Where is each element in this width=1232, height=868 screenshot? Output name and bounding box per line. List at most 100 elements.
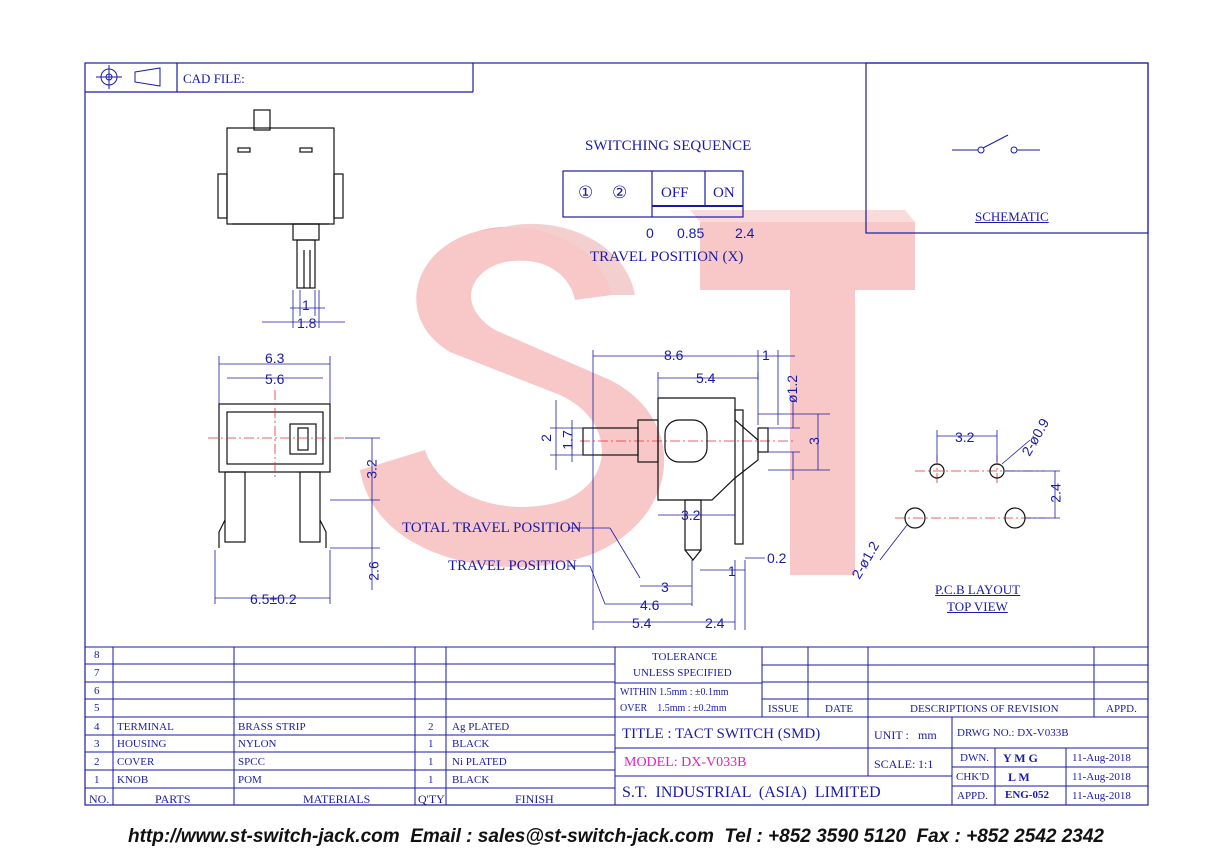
dim-3-2-left: 3.2 (363, 459, 380, 479)
model-number: MODEL: DX-V033B (624, 755, 747, 770)
drawing-number: DRWG NO.: DX-V033B (957, 727, 1069, 739)
tolerance-subtitle: UNLESS SPECIFIED (633, 667, 732, 679)
bom-no-7: 7 (94, 667, 100, 679)
bom-row-no: 2 (94, 756, 100, 768)
travel-0: 0 (646, 225, 654, 241)
dim-5-4-bottom: 5.4 (632, 615, 652, 631)
revision-description: DESCRIPTIONS OF REVISION (910, 703, 1059, 715)
pcb-dim-2-4: 2.4 (1047, 483, 1064, 503)
total-travel-callout: TOTAL TRAVEL POSITION (402, 520, 582, 536)
dim-5-4-top: 5.4 (696, 370, 716, 386)
unit-label: UNIT : (874, 728, 909, 742)
dim-6-3: 6.3 (265, 350, 285, 366)
appd-date: 11-Aug-2018 (1072, 790, 1131, 802)
pcb-layout (904, 463, 1026, 529)
dwn-label: DWN. (960, 752, 990, 764)
bom-row-no: 4 (94, 721, 100, 733)
dim-4-6: 4.6 (640, 597, 660, 613)
pcb-layout-label: P.C.B LAYOUT (935, 582, 1021, 597)
front-view (218, 403, 331, 548)
dim-1: 1 (302, 297, 310, 313)
dim-dia-1-2: ø1.2 (784, 374, 801, 404)
on-label: ON (713, 185, 735, 201)
tolerance-over: OVER 1.5mm : ±0.2mm (620, 703, 727, 714)
bom-header-qty: Q'TY (418, 792, 445, 806)
chk-name: L M (1008, 770, 1030, 784)
bom-no-5: 5 (94, 702, 100, 714)
tolerance-title: TOLERANCE (652, 651, 718, 663)
bom-row-no: 1 (94, 774, 100, 786)
dwn-name: Y M G (1003, 751, 1038, 765)
travel-position-callout: TRAVEL POSITION (448, 558, 577, 574)
bom-row-part: KNOB (117, 774, 149, 786)
dim-0-2: 0.2 (767, 550, 787, 566)
appd-name: ENG-052 (1005, 789, 1049, 801)
bom-row-qty: 2 (428, 721, 434, 733)
dim-3-right: 3 (805, 437, 822, 445)
dim-2-6: 2.6 (365, 561, 382, 581)
dim-1-top: 1 (762, 347, 770, 363)
bom-row-no: 3 (94, 738, 100, 750)
dim-6-5: 6.5±0.2 (250, 591, 297, 607)
bom-no-8: 8 (94, 649, 100, 661)
revision-issue: ISSUE (768, 703, 799, 715)
scale-value: 1:1 (918, 757, 934, 771)
dim-2-4-bottom: 2.4 (705, 615, 725, 631)
dim-3-2-side: 3.2 (681, 507, 701, 523)
bom-row-finish: BLACK (452, 738, 490, 750)
st-watermark-logo (360, 210, 915, 575)
bom-row-finish: Ni PLATED (452, 756, 507, 768)
top-view-label: TOP VIEW (947, 599, 1008, 614)
dim-1-7: 1.7 (559, 430, 576, 450)
dim-3-bottom: 3 (661, 579, 669, 595)
cad-file-label: CAD FILE: (183, 71, 245, 86)
dim-2: 2 (537, 434, 554, 442)
bom-header-no: NO. (89, 792, 110, 806)
company-name: S.T. INDUSTRIAL (ASIA) LIMITED (622, 784, 881, 801)
bom-row-finish: Ag PLATED (452, 721, 510, 733)
scale-label: SCALE: (874, 757, 916, 771)
bom-row-material: BRASS STRIP (238, 721, 306, 733)
bom-row-qty: 1 (428, 756, 434, 768)
chk-label: CHK'D (956, 771, 990, 783)
dim-1-bottom: 1 (728, 563, 736, 579)
bom-row-part: HOUSING (117, 738, 167, 750)
switching-sequence-title: SWITCHING SEQUENCE (585, 138, 752, 154)
travel-24: 2.4 (735, 225, 755, 241)
bom-row-qty: 1 (428, 774, 434, 786)
chk-date: 11-Aug-2018 (1072, 771, 1131, 783)
bom-header-parts: PARTS (155, 792, 191, 806)
schematic-symbol (952, 134, 1040, 154)
bom-row-qty: 1 (428, 738, 434, 750)
bom-row-part: TERMINAL (117, 721, 174, 733)
dim-1-8: 1.8 (297, 315, 317, 331)
contact-2: ② (612, 183, 628, 203)
dwn-date: 11-Aug-2018 (1072, 752, 1131, 764)
tolerance-within: WITHIN 1.5mm : ±0.1mm (620, 687, 729, 698)
contact-1: ① (578, 183, 594, 203)
off-label: OFF (661, 185, 689, 201)
drawing-title: TITLE : TACT SWITCH (SMD) (622, 726, 821, 742)
revision-date: DATE (825, 703, 854, 715)
bom-row-part: COVER (117, 756, 155, 768)
travel-axis-label: TRAVEL POSITION (X) (590, 249, 744, 265)
side-view (582, 397, 769, 561)
contact-footer: http://www.st-switch-jack.com Email : sa… (127, 826, 1104, 847)
bom-row-material: NYLON (238, 738, 277, 750)
top-view (217, 109, 344, 289)
dim-5-6: 5.6 (265, 371, 285, 387)
travel-085: 0.85 (677, 225, 705, 241)
bom-no-6: 6 (94, 685, 100, 697)
bom-row-finish: BLACK (452, 774, 490, 786)
bom-header-materials: MATERIALS (303, 792, 371, 806)
unit-value: mm (918, 728, 937, 742)
pcb-dim-3-2: 3.2 (955, 429, 975, 445)
bom-row-material: POM (238, 774, 262, 786)
schematic-label: SCHEMATIC (975, 209, 1049, 224)
dim-8-6: 8.6 (664, 347, 684, 363)
revision-appd: APPD. (1106, 703, 1137, 715)
bom-row-material: SPCC (238, 756, 265, 768)
appd-label: APPD. (957, 790, 988, 802)
bom-header-finish: FINISH (515, 792, 554, 806)
